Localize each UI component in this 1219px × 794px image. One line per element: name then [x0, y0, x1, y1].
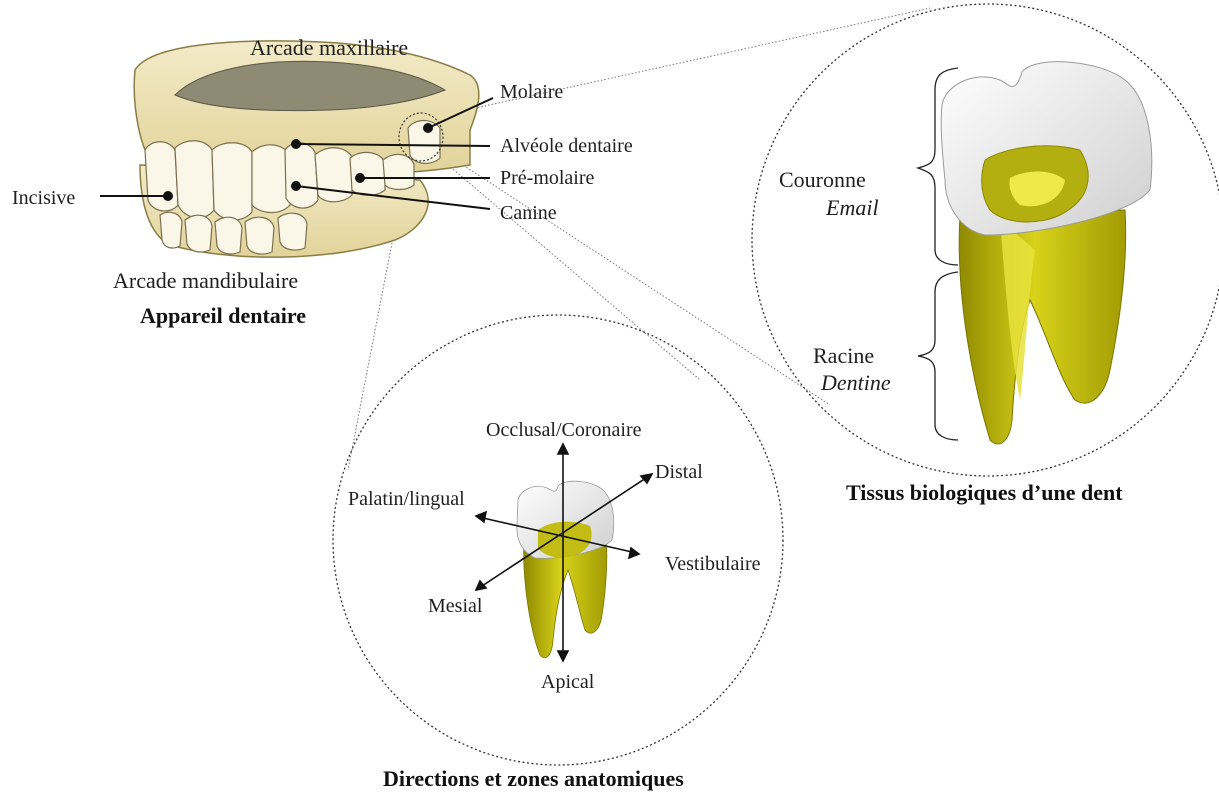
label-canine: Canine: [500, 202, 557, 224]
label-palatal: Palatin/lingual: [348, 488, 465, 510]
title-directions: Directions et zones anatomiques: [383, 766, 684, 791]
label-molar: Molaire: [500, 81, 563, 103]
label-root: Racine: [813, 343, 874, 368]
label-premolar: Pré-molaire: [500, 167, 595, 189]
dental-arch-illustration: [134, 41, 479, 257]
label-socket: Alvéole dentaire: [500, 135, 633, 157]
connector-right: [440, 158, 700, 380]
label-upper-arch: Arcade maxillaire: [250, 35, 408, 60]
label-apical: Apical: [541, 671, 595, 693]
label-distal: Distal: [655, 461, 703, 483]
tooth-tissues-panel: Couronne Email Racine Dentine: [752, 4, 1219, 476]
connector-bottom: [440, 150, 830, 405]
directions-panel: Occlusal/Coronaire Distal Palatin/lingua…: [333, 315, 783, 765]
label-dentin: Dentine: [820, 370, 891, 395]
label-crown: Couronne: [779, 167, 866, 192]
label-occlusal: Occlusal/Coronaire: [486, 419, 642, 441]
label-incisor: Incisive: [12, 187, 75, 209]
title-dental-apparatus: Appareil dentaire: [140, 303, 306, 328]
label-enamel: Email: [825, 195, 879, 220]
label-lower-arch: Arcade mandibulaire: [113, 268, 298, 293]
label-mesial: Mesial: [428, 595, 483, 617]
label-vestibular: Vestibulaire: [665, 553, 761, 575]
small-tooth: [517, 481, 614, 658]
root-brace: [918, 272, 958, 440]
title-tooth-tissues: Tissus biologiques d’une dent: [846, 480, 1123, 505]
large-tooth: [941, 62, 1152, 444]
